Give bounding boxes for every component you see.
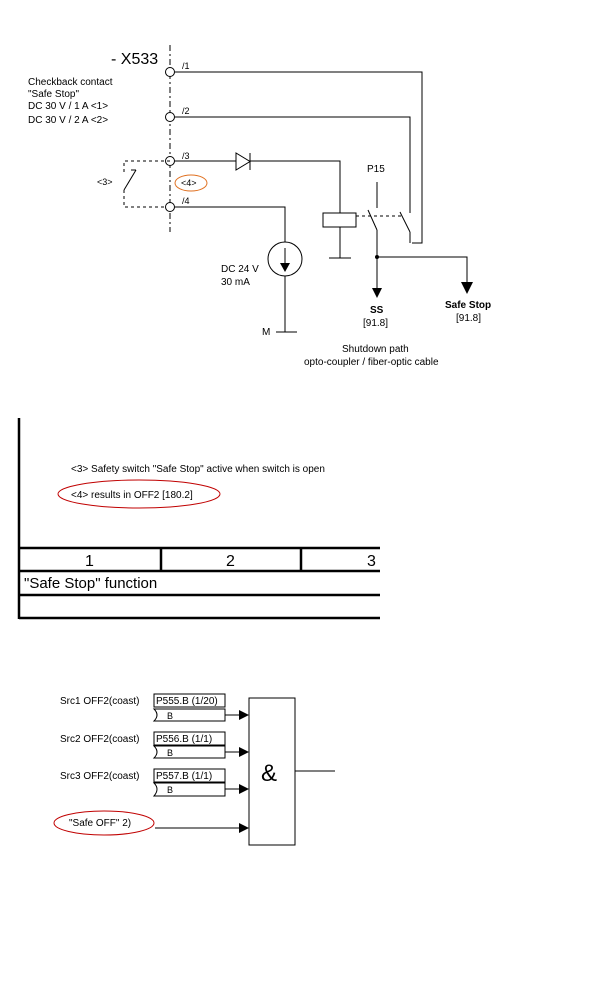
terminal-2 (165, 112, 175, 122)
note-4-marker (174, 174, 208, 192)
ground-label: M (262, 327, 270, 338)
wire-terminal-1 (175, 71, 423, 244)
ss-label: SS (370, 305, 384, 316)
type-3: B (167, 785, 173, 795)
note-4: <4> results in OFF2 [180.2] (71, 490, 193, 501)
safe-off-highlight (53, 810, 155, 836)
param-box-3 (153, 768, 226, 783)
param-3: P557.B (1/1) (156, 771, 212, 782)
function-title: "Safe Stop" function (24, 575, 157, 592)
column-header-3: 3 (367, 553, 376, 570)
safety-switch (123, 169, 137, 191)
switch-ref-label: <3> (97, 177, 113, 187)
type-2: B (167, 748, 173, 758)
notes-panel: <3> Safety switch "Safe Stop" active whe… (17, 418, 380, 620)
terminal-1 (165, 67, 175, 77)
note-3: <3> Safety switch "Safe Stop" active whe… (71, 464, 325, 475)
ss-ref: [91.8] (363, 318, 388, 329)
and-gate (248, 697, 296, 846)
param-2: P556.B (1/1) (156, 734, 212, 745)
binary-connector-2 (152, 745, 226, 759)
shutdown-line-2: opto-coupler / fiber-optic cable (304, 357, 439, 368)
type-1: B (167, 711, 173, 721)
arrow-right-icon (239, 710, 249, 720)
note-4-highlight (57, 479, 221, 509)
checkback-line-3: DC 30 V / 1 A <1> (28, 101, 108, 112)
param-box-1 (153, 693, 226, 708)
relay-contact-1 (399, 211, 411, 233)
relay-coil (322, 212, 357, 228)
arrow-right-icon (239, 823, 249, 833)
wire-terminal-3 (250, 160, 341, 213)
terminal-label-1: /1 (182, 61, 190, 71)
connector-label: - X533 (111, 51, 158, 68)
column-header-1: 1 (85, 553, 94, 570)
relay-contact-2 (367, 209, 378, 231)
wire-terminal-4 (175, 206, 286, 242)
logic-diagram: Src1 OFF2(coast) P555.B (1/20) B Src2 OF… (53, 693, 335, 846)
input-label-2: Src2 OFF2(coast) (60, 734, 139, 745)
p15-label: P15 (367, 164, 385, 175)
checkback-line-1: Checkback contact (28, 77, 113, 88)
diode-icon (235, 152, 251, 171)
column-header-2: 2 (226, 553, 235, 570)
and-gate-symbol: & (261, 760, 277, 787)
circuit-schematic: - X533 Checkback contact "Safe Stop" DC … (28, 45, 491, 368)
safe-off-label: "Safe OFF" 2) (69, 818, 131, 829)
binary-connector-3 (152, 782, 226, 797)
checkback-line-4: DC 30 V / 2 A <2> (28, 115, 108, 126)
arrow-down-icon (461, 282, 473, 294)
safe-stop-ref: [91.8] (456, 313, 481, 324)
note-4-ref: <4> (181, 178, 197, 188)
safe-stop-label: Safe Stop (445, 300, 491, 311)
binary-connector-1 (152, 708, 226, 722)
arrow-right-icon (239, 784, 249, 794)
param-1: P555.B (1/20) (156, 696, 218, 707)
wire-terminal-2 (175, 116, 411, 213)
arrow-down-icon (372, 288, 382, 298)
supply-line-1: DC 24 V (221, 264, 259, 275)
checkback-line-2: "Safe Stop" (28, 89, 79, 100)
terminal-label-4: /4 (182, 196, 190, 206)
input-label-3: Src3 OFF2(coast) (60, 771, 139, 782)
param-box-2 (153, 731, 226, 746)
terminal-4 (165, 202, 175, 212)
input-label-1: Src1 OFF2(coast) (60, 696, 139, 707)
supply-line-2: 30 mA (221, 277, 250, 288)
terminal-label-2: /2 (182, 106, 190, 116)
arrow-right-icon (239, 747, 249, 757)
shutdown-line-1: Shutdown path (342, 344, 409, 355)
terminal-label-3: /3 (182, 151, 190, 161)
